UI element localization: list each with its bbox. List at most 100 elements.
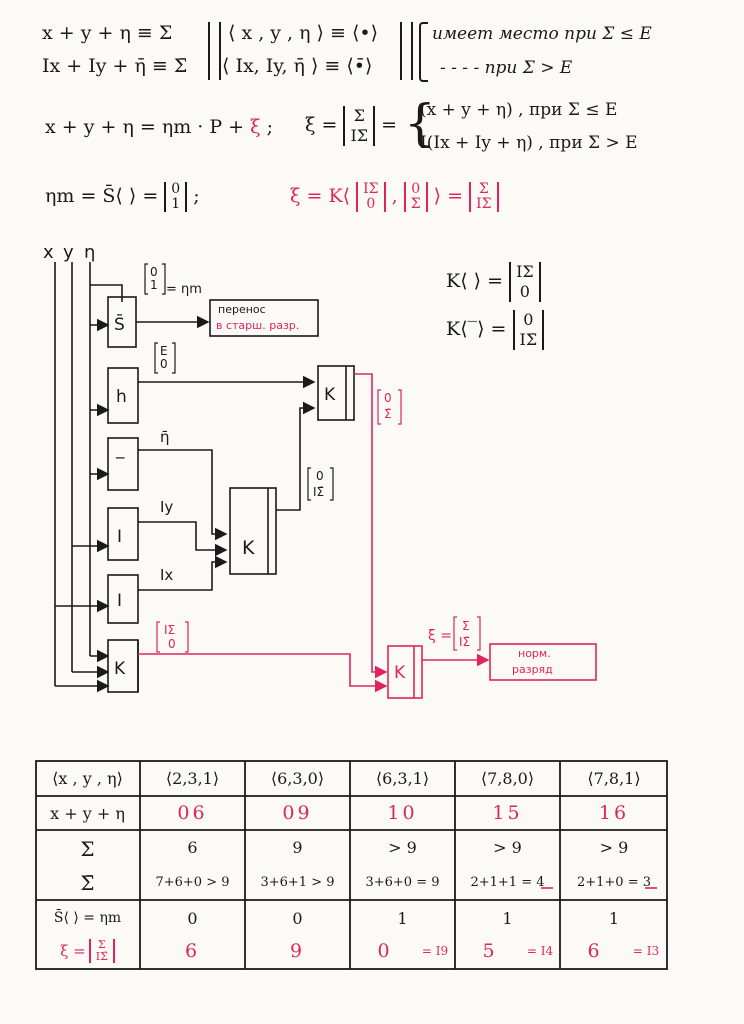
k-inverse-matrix: 0 IΣ̄ <box>512 310 545 350</box>
table-sigma-cell: 6 <box>187 837 198 857</box>
mat-ksmall-1: 0 <box>168 637 176 651</box>
case-le: (x + y + η) , при Σ ≤ E <box>420 100 618 120</box>
mat-xi-0: Σ <box>462 619 470 633</box>
formula-sum-def: x + y + η ≡ Σ <box>42 22 173 44</box>
condition-bracket <box>419 22 428 82</box>
table-header-cell: ⟨6,3,1⟩ <box>375 768 430 788</box>
wire-i2-out <box>138 555 228 591</box>
mat-xi-1: IΣ̄ <box>459 635 470 649</box>
table-eta-m-cell: 1 <box>502 908 513 928</box>
truth-table: ⟨x , y , η⟩ ⟨2,3,1⟩ ⟨6,3,0⟩ ⟨6,3,1⟩ ⟨7,8… <box>35 760 668 970</box>
condition-le: имеет место при Σ ≤ E <box>432 24 652 44</box>
wire-ktop-out <box>354 373 388 679</box>
table-header-cell: ⟨6,3,0⟩ <box>270 768 325 788</box>
wire-kmid-out <box>276 401 316 511</box>
mat-ktop-0: 0 <box>384 391 392 405</box>
wire-ksmall-out <box>138 653 388 693</box>
table-sigma-cell: 9 <box>292 837 303 857</box>
block-h <box>107 367 139 424</box>
table-sum-cell: 15 <box>492 802 523 824</box>
formula-sum-inverse-def: Ix + Iy + η̄ ≡ Σ̄ <box>42 55 188 77</box>
label-i1: I <box>117 527 122 547</box>
label-s-bar: S̄ <box>114 313 125 335</box>
formula-k-inverse: K⟨‾⟩ = 0 IΣ̄ <box>446 310 545 350</box>
wire-not-out <box>138 449 228 541</box>
box-carry <box>209 299 319 337</box>
table-xi-cell: 6 <box>587 940 603 962</box>
formula-xi-k: ξ = K⟨ IΣ 0 , 0 Σ̄ ⟩ = Σ IΣ̄ <box>290 182 499 212</box>
decomposition-lhs: x + y + η = ηm · P + <box>45 116 245 138</box>
circuit-diagram: x y η S̄ h ‾ I I K K K 0 1 = ηm E 0 η̄ I… <box>43 242 597 699</box>
table-sum-cell: 10 <box>387 802 418 824</box>
table-sigma-cell: > 9 <box>599 837 629 857</box>
matrix-cell: Σ <box>353 106 365 125</box>
table-eta-m-cell: 0 <box>187 908 198 928</box>
matrix-cell: 0 <box>411 181 421 197</box>
label-eta-bar: η̄ <box>160 428 170 446</box>
table-sigma-bar-label: Σ̄ <box>80 871 95 895</box>
table-sum-cell: 16 <box>598 802 630 824</box>
table-xi-note: = I4 <box>526 944 554 958</box>
table-header-label: ⟨x , y , η⟩ <box>52 768 123 788</box>
table-sum-cell: 09 <box>282 802 313 824</box>
table-sum-cell: 06 <box>177 802 208 824</box>
table-sigma-cell: > 9 <box>493 837 522 857</box>
formula-eta-m: ηm = S̄⟨ ⟩ = 0 1 ; <box>45 182 200 212</box>
table-sigma-bar-cell: 7+6+0 > 9 <box>155 874 230 890</box>
carry-line1: перенос <box>218 303 266 316</box>
case-gt: I(Ix + Iy + η) , при Σ > E <box>420 133 638 153</box>
separator-bar <box>400 22 413 80</box>
label-k-out: K <box>394 663 406 683</box>
label-xi-eq: ξ = <box>428 628 452 644</box>
xi-k-lhs: ξ = K⟨ <box>290 185 351 207</box>
table-sigma-bar-cell: 3+6+1 > 9 <box>260 874 335 890</box>
table-eta-m-cell: 1 <box>608 908 620 928</box>
block-not <box>107 437 139 491</box>
label-k-small: K <box>114 659 126 679</box>
block-k-mid <box>229 487 277 575</box>
matrix-cell: Σ <box>97 938 106 951</box>
xi-k-matrix-1: IΣ 0 <box>356 182 386 212</box>
table-xi-note: = I3 <box>632 944 660 958</box>
table-sigma-label: Σ <box>80 837 95 861</box>
matrix-cell: IΣ̄ <box>519 330 538 349</box>
matrix-cell: IΣ̄ <box>476 196 492 212</box>
label-h: h <box>116 387 127 407</box>
k-direct-matrix: IΣ 0 <box>509 262 541 302</box>
table-xi-cell: 0 <box>377 940 393 962</box>
table-xi-cell: 5 <box>482 940 498 962</box>
wire-i1-out <box>138 521 228 557</box>
mat-ktop-1: Σ̄ <box>384 407 392 421</box>
formula-bracket-def: ⟨ x , y , η ⟩ ≡ ⟨•⟩ <box>228 22 379 44</box>
block-i2 <box>107 574 139 624</box>
mat-s-0: 0 <box>150 265 158 279</box>
mat-s-1: 1 <box>150 278 158 292</box>
table-xi-cell: 6 <box>184 940 201 962</box>
label-eta-m: = ηm <box>166 282 202 297</box>
mat-kmid-0: 0 <box>316 469 324 483</box>
matrix-cell: 0 <box>519 282 530 301</box>
mat-ksmall-0: IΣ <box>164 623 175 637</box>
matrix-cell: Σ̄ <box>410 196 421 212</box>
norm-line1: норм. <box>518 647 551 660</box>
table-eta-m-cell: 1 <box>397 908 408 928</box>
box-norm <box>489 643 597 681</box>
xi-k-matrix-2: 0 Σ̄ <box>403 181 428 212</box>
table-sigma-bar-cell: 3+6+0 = 9 <box>365 874 440 890</box>
label-k-top: K <box>324 385 336 405</box>
formula-bracket-inverse-def: ⟨ Ix, Iy, η̄ ⟩ ≡ ⟨•̄⟩ <box>222 55 373 77</box>
label-ix: Ix <box>160 566 173 584</box>
input-eta: η <box>84 242 95 263</box>
input-x: x <box>43 242 54 263</box>
k-direct-lhs: K⟨ ⟩ = <box>446 270 504 292</box>
xi-def-matrix: Σ IΣ̄ <box>343 106 376 146</box>
table-header-cell: ⟨7,8,0⟩ <box>480 768 535 788</box>
table-sigma-cell: > 9 <box>388 837 417 857</box>
mat-h-1: 0 <box>160 357 168 371</box>
mat-kmid-1: IΣ̄ <box>313 485 324 499</box>
matrix-cell: 0 <box>171 181 181 197</box>
table-header-cell: ⟨7,8,1⟩ <box>587 768 641 788</box>
wire-eta-s <box>90 284 123 302</box>
table-xi-label-eq: ξ = <box>60 942 86 960</box>
table-sigma-bar-cell: 2+1+1 = 4 <box>470 874 545 890</box>
